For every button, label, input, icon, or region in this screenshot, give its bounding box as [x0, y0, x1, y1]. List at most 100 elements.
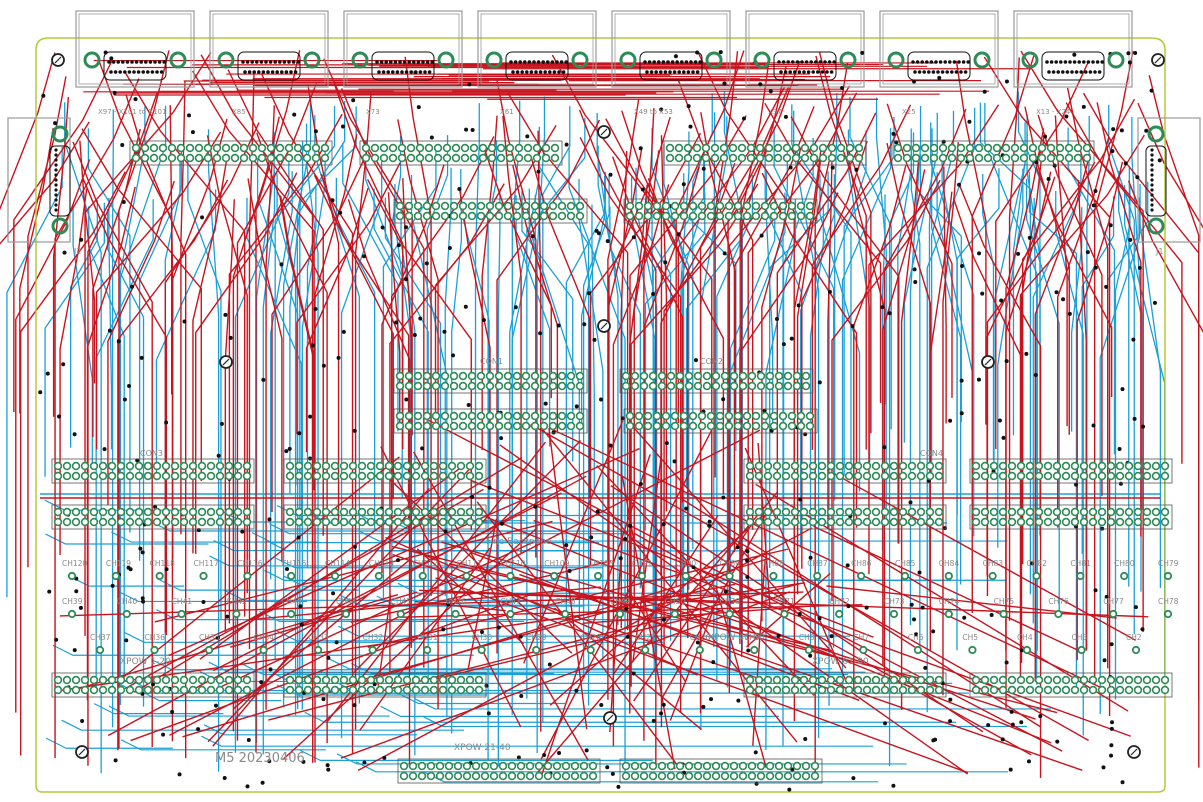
channel-pad [944, 571, 953, 581]
header-pin [808, 685, 818, 695]
top-trace [502, 115, 522, 554]
header-pin [760, 411, 770, 421]
via [701, 704, 706, 709]
via [908, 500, 913, 505]
via [313, 306, 318, 311]
via [362, 760, 367, 765]
header-pin [62, 461, 72, 471]
header-pin [420, 675, 430, 685]
header-pin [871, 461, 881, 471]
bottom-trace [716, 174, 754, 681]
top-trace [1076, 161, 1124, 661]
mount-hole [839, 51, 857, 69]
via [986, 723, 991, 728]
header-pin [125, 471, 135, 481]
header-pin [911, 143, 921, 153]
header-pin [898, 461, 908, 471]
header-pin [971, 675, 981, 685]
header-pin [411, 507, 421, 517]
header-pin [474, 461, 484, 471]
header-pin [242, 517, 252, 527]
via [361, 254, 366, 259]
pin [945, 70, 949, 74]
bottom-trace [1025, 178, 1060, 617]
mount-hole [973, 51, 991, 69]
via [638, 146, 643, 151]
header-pin [395, 211, 405, 221]
header-pin [539, 421, 549, 431]
pin [1047, 70, 1051, 74]
via [999, 298, 1004, 303]
via [441, 627, 446, 632]
header-pin [98, 471, 108, 481]
channel-label: CH109 [544, 559, 569, 568]
screw-slot [54, 56, 62, 64]
header-pin [451, 153, 461, 163]
via [631, 671, 636, 676]
channel-pad [835, 609, 844, 619]
pin [421, 60, 425, 64]
channel-label: CH32 [363, 633, 384, 642]
via [484, 683, 489, 688]
header-pin [769, 411, 779, 421]
header-pin [98, 507, 108, 517]
header-pin [498, 761, 508, 771]
header-pin [489, 761, 499, 771]
header-pin [1052, 507, 1062, 517]
mount-hole [303, 51, 321, 69]
header-pin [880, 675, 890, 685]
pin [559, 60, 564, 64]
pin [107, 60, 111, 64]
header-pin [444, 761, 454, 771]
pin [1093, 70, 1097, 74]
pin [54, 188, 58, 192]
via [781, 342, 786, 347]
header-pin [989, 517, 999, 527]
header-pin [514, 153, 524, 163]
top-trace [59, 188, 88, 555]
header-pin [639, 771, 649, 781]
via [1102, 658, 1107, 663]
mount-hole [1107, 51, 1125, 69]
top-trace [827, 162, 833, 529]
header-pin [844, 507, 854, 517]
header-pin [221, 143, 231, 153]
header-pin [176, 143, 186, 153]
channel-label: CH43 [281, 597, 302, 606]
header-pin [413, 421, 423, 431]
header-pin [711, 371, 721, 381]
pin [829, 70, 834, 74]
top-trace [27, 76, 67, 568]
header-pin [1046, 143, 1056, 153]
header-con-r [969, 504, 1173, 530]
pin [398, 60, 402, 64]
header-pin [1007, 507, 1017, 517]
channel-label: CH82 [1026, 559, 1047, 568]
channel-pad [804, 645, 813, 655]
connector-caption: X25 [902, 108, 916, 116]
via [1133, 51, 1138, 56]
pin [377, 70, 381, 74]
top-trace [194, 172, 298, 554]
bottom-trace [299, 106, 357, 697]
via [259, 680, 264, 685]
header-pin [1070, 471, 1080, 481]
header-pin [480, 761, 490, 771]
header-con-s [51, 672, 255, 698]
top-trace [182, 557, 770, 738]
via [447, 245, 452, 250]
pin [797, 70, 802, 74]
header-pin [765, 371, 775, 381]
header-pin [404, 421, 414, 431]
header-pin [131, 143, 141, 153]
header-pin [778, 421, 788, 431]
header-pin [1043, 471, 1053, 481]
header-pin [503, 201, 513, 211]
header-pin [971, 471, 981, 481]
header-pin [1007, 685, 1017, 695]
via [860, 50, 865, 55]
via [1149, 88, 1154, 93]
pin [538, 70, 543, 74]
header-pin [711, 761, 721, 771]
